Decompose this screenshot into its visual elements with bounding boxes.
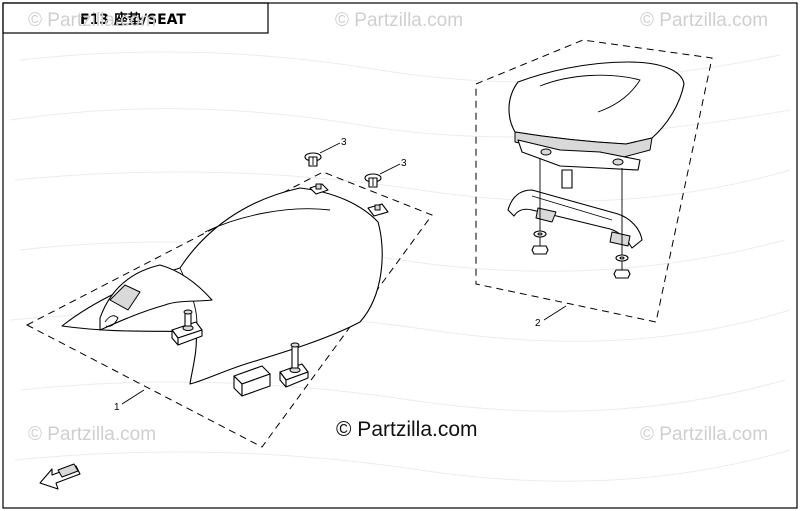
rear-plate-stud-right: [612, 158, 624, 166]
rear-washer-left: [533, 230, 547, 238]
diagram-title: F13 座垫/SEAT: [80, 11, 186, 28]
rear-plate-stud-left: [540, 148, 552, 156]
front-seat-leader: [121, 389, 145, 405]
watermark-bottom-left: © Partzilla.com: [28, 424, 156, 445]
front-seat-base-bracket: [109, 284, 141, 311]
watermark-top-left: © Partzilla.com: [28, 10, 156, 31]
front-mount-tab-left: [309, 183, 329, 195]
background-pattern: [9, 51, 791, 482]
callout-bolt-a: 3: [341, 137, 347, 148]
rear-grab-bracket: [507, 189, 643, 249]
front-seat-base-panel: [99, 264, 213, 331]
rear-grab-bracket-inner: [531, 195, 613, 221]
bolt-b: [364, 173, 382, 188]
front-damper-left: [171, 309, 203, 346]
rear-seat-assembly: 2: [475, 39, 713, 329]
front-direction-arrow-icon: [39, 463, 81, 490]
bolt-a-leader: [319, 142, 341, 154]
front-cushion-block: [233, 365, 271, 397]
callout-bolt-b: 3: [401, 158, 407, 169]
watermark-bottom-right: © Partzilla.com: [640, 424, 768, 445]
front-seat-assembly: 3 3 1: [25, 137, 433, 448]
rear-nut-left: [531, 245, 549, 255]
front-mount-tab-right: [367, 203, 389, 217]
copyright-notice: © Partzilla.com: [336, 418, 478, 441]
rear-seat-dashed-boundary: [475, 39, 713, 323]
rear-seat-cushion: [508, 61, 685, 145]
front-seat-hook: [104, 315, 119, 327]
rear-plate-tab: [561, 169, 573, 189]
front-damper-right: [279, 342, 309, 388]
rear-grab-bracket-foot-right: [609, 231, 631, 247]
rear-seat-cushion-top: [539, 74, 641, 113]
bolt-a: [304, 152, 322, 167]
front-seat-cushion: [61, 187, 383, 385]
title-box: [2, 2, 269, 34]
rear-seat-leader: [543, 305, 567, 321]
watermark-top-right: © Partzilla.com: [640, 10, 768, 31]
bolt-b-leader: [379, 163, 401, 175]
watermark-top-center: © Partzilla.com: [335, 10, 463, 31]
callout-rear-seat: 2: [535, 318, 541, 329]
rear-washer-right: [615, 254, 629, 262]
callout-front-seat: 1: [114, 402, 120, 413]
rear-grab-bracket-foot: [535, 207, 557, 223]
rear-nut-right: [613, 269, 631, 279]
front-seat-top-contour: [204, 208, 331, 233]
rear-seat-plate: [517, 139, 641, 171]
